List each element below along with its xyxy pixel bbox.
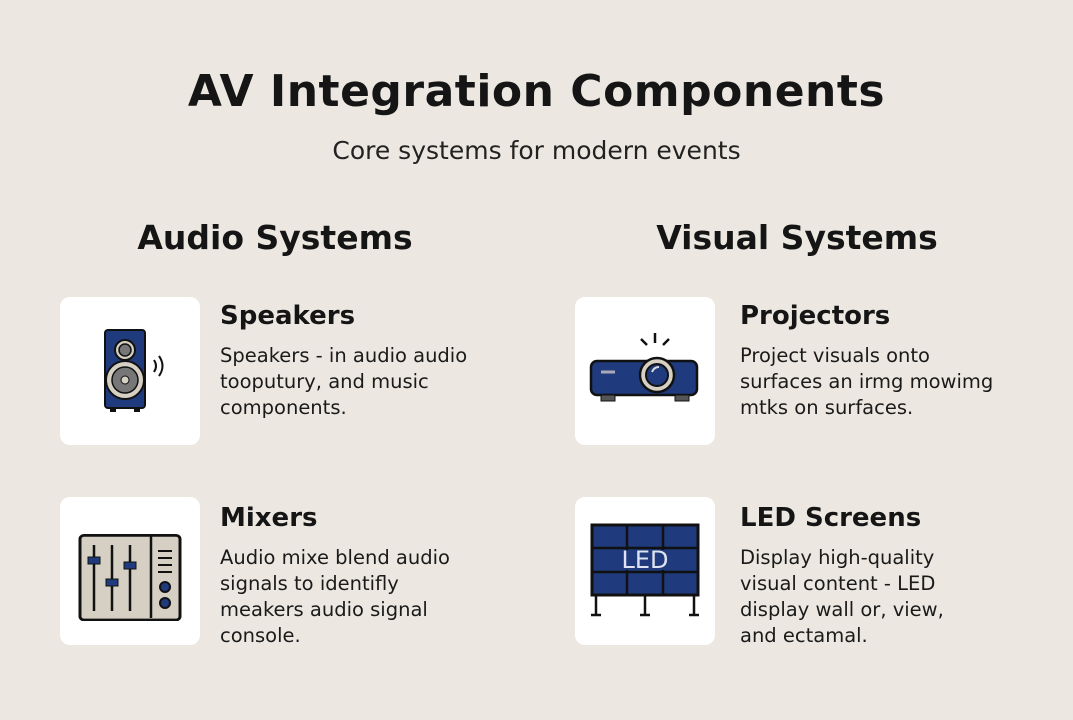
section-heading-visual: Visual Systems: [656, 218, 938, 257]
speaker-icon: [104, 329, 164, 412]
mixers-description: Audio mixe blend audio signals to identi…: [220, 546, 450, 647]
page-subtitle: Core systems for modern events: [332, 136, 741, 165]
led-screen-card: LED: [575, 497, 715, 645]
led-screens-title: LED Screens: [740, 503, 922, 533]
mixer-icon: [78, 534, 182, 621]
led-icon-label: LED: [621, 546, 668, 574]
led-screen-icon: LED: [590, 523, 700, 617]
page-title: AV Integration Components: [187, 66, 886, 117]
mixers-title: Mixers: [220, 503, 318, 533]
led-screens-description: Display high-quality visual content - LE…: [740, 546, 944, 647]
projector-card: [575, 297, 715, 445]
section-heading-audio: Audio Systems: [137, 218, 413, 257]
mixer-card: [60, 497, 200, 645]
projectors-description: Project visuals onto surfaces an irmg mo…: [740, 344, 994, 419]
speakers-title: Speakers: [220, 301, 356, 331]
projector-icon: [589, 333, 699, 402]
speakers-description: Speakers - in audio audio tooputury, and…: [220, 344, 468, 419]
speaker-card: [60, 297, 200, 445]
projectors-title: Projectors: [740, 301, 891, 331]
